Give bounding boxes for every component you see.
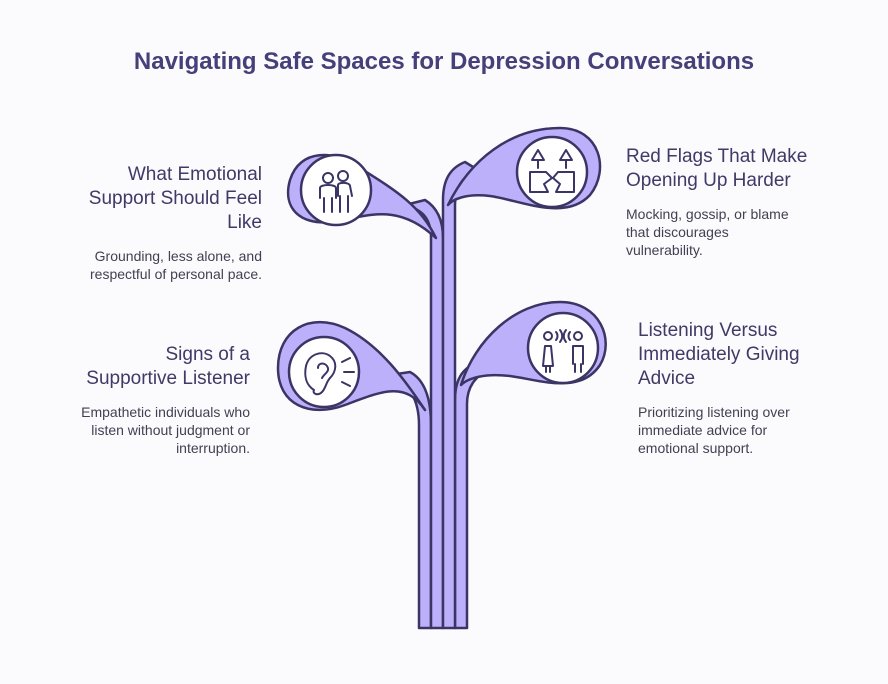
description-line: Empathetic individuals who <box>81 404 250 420</box>
item-listening-vs-advice: Listening Versus Immediately Giving Advi… <box>638 319 858 457</box>
heading-line: What Emotional <box>127 164 262 185</box>
heading-line: Support Should Feel <box>88 188 262 209</box>
description-line: Grounding, less alone, and <box>94 248 262 264</box>
heading-line: Supportive Listener <box>86 368 250 389</box>
listening-ear-icon <box>304 352 355 396</box>
heading-line: Opening Up Harder <box>626 170 791 191</box>
item-description: Prioritizing listening over immediate ad… <box>638 403 858 457</box>
item-heading: Listening Versus Immediately Giving Advi… <box>638 319 858 391</box>
heading-line: Like <box>227 212 262 233</box>
heading-line: Immediately Giving <box>638 344 800 365</box>
icon-circle-lower-right <box>526 311 600 385</box>
item-description: Mocking, gossip, or blame that discourag… <box>626 205 846 259</box>
conversation-icon <box>542 329 584 373</box>
description-line: Prioritizing listening over <box>638 404 790 420</box>
broken-ground-icon <box>529 149 575 193</box>
item-description: Grounding, less alone, and respectful of… <box>40 247 262 283</box>
item-emotional-support: What Emotional Support Should Feel Like … <box>40 163 262 283</box>
item-heading: Signs of a Supportive Listener <box>30 343 250 391</box>
description-line: vulnerability. <box>626 242 703 258</box>
description-line: listen without judgment or <box>91 422 250 438</box>
item-supportive-listener: Signs of a Supportive Listener Empatheti… <box>30 343 250 457</box>
description-line: interruption. <box>176 440 250 456</box>
item-description: Empathetic individuals who listen withou… <box>30 403 250 457</box>
description-line: immediate advice for <box>638 422 768 438</box>
icon-circle-lower-left <box>287 335 361 409</box>
item-red-flags: Red Flags That Make Opening Up Harder Mo… <box>626 145 846 259</box>
item-heading: What Emotional Support Should Feel Like <box>40 163 262 235</box>
description-line: Mocking, gossip, or blame <box>626 206 789 222</box>
heading-line: Listening Versus <box>638 320 778 341</box>
support-people-icon <box>319 170 353 213</box>
stem-lower-right <box>453 360 494 630</box>
description-line: emotional support. <box>638 440 754 456</box>
heading-line: Red Flags That Make <box>626 146 808 167</box>
heading-line: Signs of a <box>165 344 251 365</box>
item-heading: Red Flags That Make Opening Up Harder <box>626 145 846 193</box>
heading-line: Advice <box>638 368 696 389</box>
description-line: respectful of personal pace. <box>90 266 262 282</box>
description-line: that discourages <box>626 224 729 240</box>
diagram-title: Navigating Safe Spaces for Depression Co… <box>133 48 755 75</box>
icon-circle-upper-right <box>515 135 589 209</box>
